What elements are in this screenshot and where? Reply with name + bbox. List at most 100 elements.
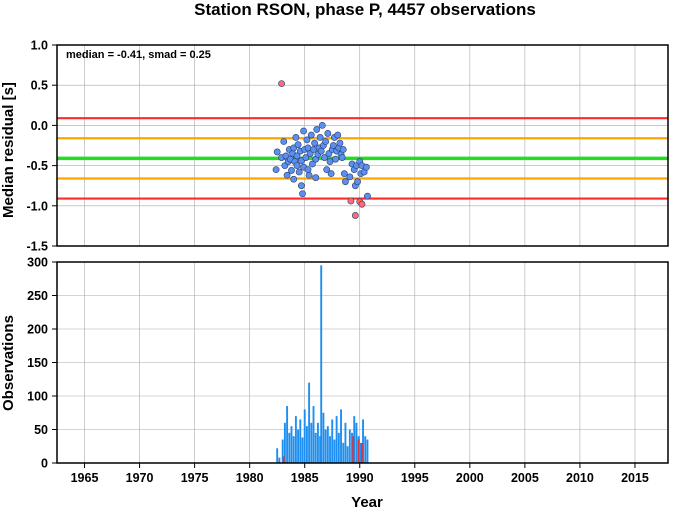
x-tick-label: 2005 (511, 471, 539, 485)
residual-point (324, 130, 332, 137)
x-tick-label: 1995 (401, 471, 429, 485)
residual-y-tick-label: 0.5 (31, 79, 48, 93)
observation-bar (355, 422, 358, 463)
observation-bar (283, 422, 286, 463)
x-tick-label: 1990 (346, 471, 374, 485)
observation-bar (333, 439, 336, 463)
observations-y-tick-label: 200 (27, 323, 48, 337)
residual-grid (57, 44, 668, 247)
residual-point (311, 139, 319, 147)
residual-point (327, 170, 335, 178)
residual-point (358, 200, 366, 208)
residual-point (326, 158, 334, 165)
residual-point (329, 142, 337, 149)
observation-bar (276, 448, 279, 463)
residual-point (302, 154, 310, 161)
residual-point (322, 138, 330, 145)
x-tick-label: 1985 (291, 471, 319, 485)
residual-panel: 1.00.50.0-0.5-1.0-1.5 median = -0.41, sm… (0, 39, 669, 254)
residual-point (305, 171, 313, 179)
residual-y-tick-label: -1.5 (26, 240, 48, 254)
residual-point (336, 139, 344, 147)
observation-bar (366, 439, 369, 463)
observation-bar (340, 409, 342, 463)
residual-point (309, 160, 316, 168)
observation-bar (362, 419, 365, 463)
residual-point (351, 212, 359, 219)
residual-point (312, 174, 320, 182)
chart-title: Station RSON, phase P, 4457 observations (194, 0, 536, 19)
residual-point (338, 154, 346, 161)
x-tick-label: 1980 (236, 471, 264, 485)
residual-points (272, 80, 371, 219)
observation-bar (294, 416, 297, 463)
residual-point (304, 166, 312, 174)
residual-point (272, 166, 280, 174)
residual-point (364, 192, 371, 200)
residual-point (317, 147, 325, 155)
observation-bar (297, 429, 300, 463)
observation-bar (290, 426, 293, 463)
observation-bar (305, 426, 308, 463)
residual-point (342, 178, 349, 186)
residual-point (332, 155, 339, 163)
observation-bar (348, 429, 351, 463)
observation-bar (335, 416, 338, 463)
residual-point (294, 141, 302, 149)
residual-y-tick-label: -0.5 (26, 159, 48, 173)
residual-point (340, 170, 348, 178)
residual-point (307, 131, 315, 139)
observations-y-tick-label: 300 (27, 256, 48, 270)
residual-point (321, 154, 328, 161)
residual-y-tick-label: 1.0 (31, 39, 48, 53)
residual-point (316, 134, 324, 141)
residual-point (288, 167, 295, 174)
residual-point (318, 122, 326, 129)
x-tick-label: 2000 (456, 471, 484, 485)
residual-point (299, 190, 306, 198)
observation-bar (303, 409, 306, 463)
observation-bar (319, 436, 322, 463)
observations-y-tick-label: 250 (27, 289, 48, 303)
residual-point (283, 171, 291, 179)
observations-y-tick-label: 150 (27, 356, 48, 370)
residual-point (280, 138, 288, 145)
x-tick-label: 1975 (181, 471, 209, 485)
residual-point (290, 175, 298, 183)
observation-bar (288, 432, 291, 463)
x-tick-label: 2010 (566, 471, 594, 485)
year-x-label: Year (351, 494, 383, 511)
observations-y-tick-label: 50 (34, 423, 48, 437)
observation-bar (342, 442, 345, 463)
reference-lines (57, 117, 668, 200)
observation-bar (329, 436, 331, 463)
observations-y-tick-label: 0 (41, 457, 48, 471)
observation-bar (286, 406, 289, 463)
observation-bar (337, 432, 340, 463)
observation-bar (351, 432, 353, 463)
observation-bar (324, 429, 327, 463)
x-tick-label: 1970 (126, 471, 154, 485)
residual-point (334, 131, 342, 139)
observation-bar (344, 422, 347, 463)
observation-bar (346, 446, 349, 463)
observation-bar (282, 456, 285, 463)
residual-point (273, 148, 281, 156)
observation-bar (310, 422, 313, 463)
observation-bar (364, 436, 367, 463)
observation-bar (322, 412, 325, 463)
residual-y-label: Median residual [s] (0, 82, 17, 218)
observation-bar (281, 439, 284, 463)
residual-point (293, 162, 301, 169)
observation-bar (301, 437, 304, 463)
observations-bars (276, 265, 369, 463)
residual-y-tick-label: 0.0 (31, 119, 48, 133)
residual-point (303, 136, 311, 144)
observation-bar (314, 432, 317, 463)
residual-point (295, 168, 303, 176)
observation-bar (316, 422, 319, 463)
